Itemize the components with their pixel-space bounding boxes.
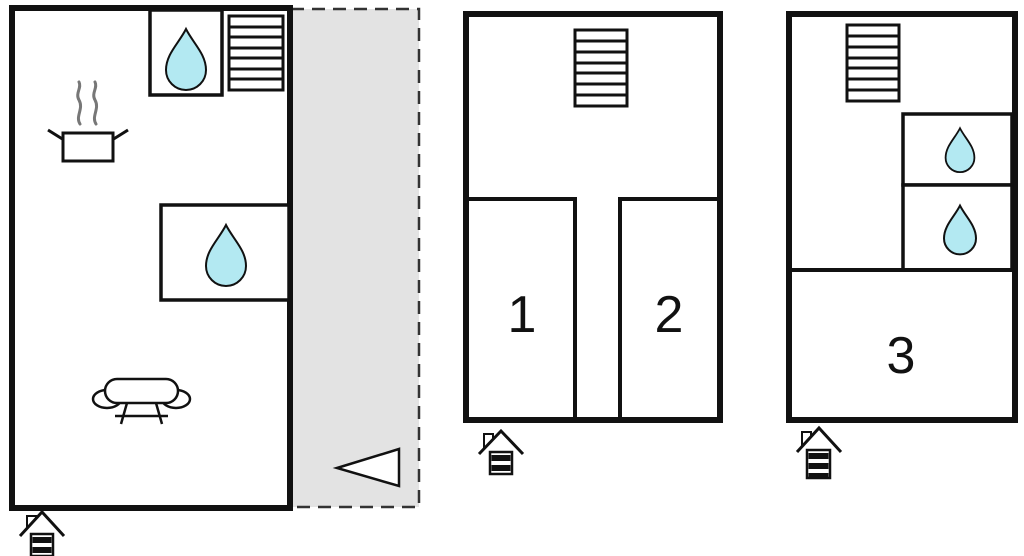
room-2-label: 2 bbox=[655, 286, 684, 344]
stairs-icon bbox=[227, 14, 285, 92]
sofa-icon bbox=[91, 377, 192, 425]
bathroom-upper bbox=[901, 112, 1014, 187]
interior-walls bbox=[468, 197, 718, 418]
stairs-icon bbox=[573, 28, 629, 108]
bathroom-lower-wall bbox=[901, 183, 1014, 272]
room-3-label: 3 bbox=[887, 327, 916, 385]
entrance-house-icon bbox=[18, 509, 66, 556]
water-drop-icon bbox=[164, 26, 208, 91]
building-annex-2: 3 bbox=[786, 11, 1018, 423]
entrance-house-icon bbox=[795, 425, 843, 480]
water-drop-icon bbox=[204, 222, 248, 287]
stairs-icon bbox=[845, 23, 901, 103]
direction-arrow-icon bbox=[332, 447, 401, 488]
stove-pot-icon bbox=[47, 80, 129, 163]
bathroom-middle bbox=[159, 203, 291, 302]
terrace-area bbox=[289, 7, 421, 509]
terrace bbox=[289, 7, 421, 509]
building-annex-1: 1 2 bbox=[463, 11, 723, 423]
water-drop-icon bbox=[942, 203, 978, 256]
bathroom-top bbox=[148, 8, 224, 97]
entrance-house-icon bbox=[477, 428, 525, 476]
bathroom-lower bbox=[901, 183, 1014, 272]
steam-icon bbox=[92, 80, 99, 126]
room-1-label: 1 bbox=[508, 286, 537, 344]
steam-icon bbox=[76, 80, 83, 126]
building-main bbox=[9, 5, 293, 556]
annex1-outer-wall bbox=[463, 11, 723, 423]
water-drop-icon bbox=[944, 126, 976, 173]
